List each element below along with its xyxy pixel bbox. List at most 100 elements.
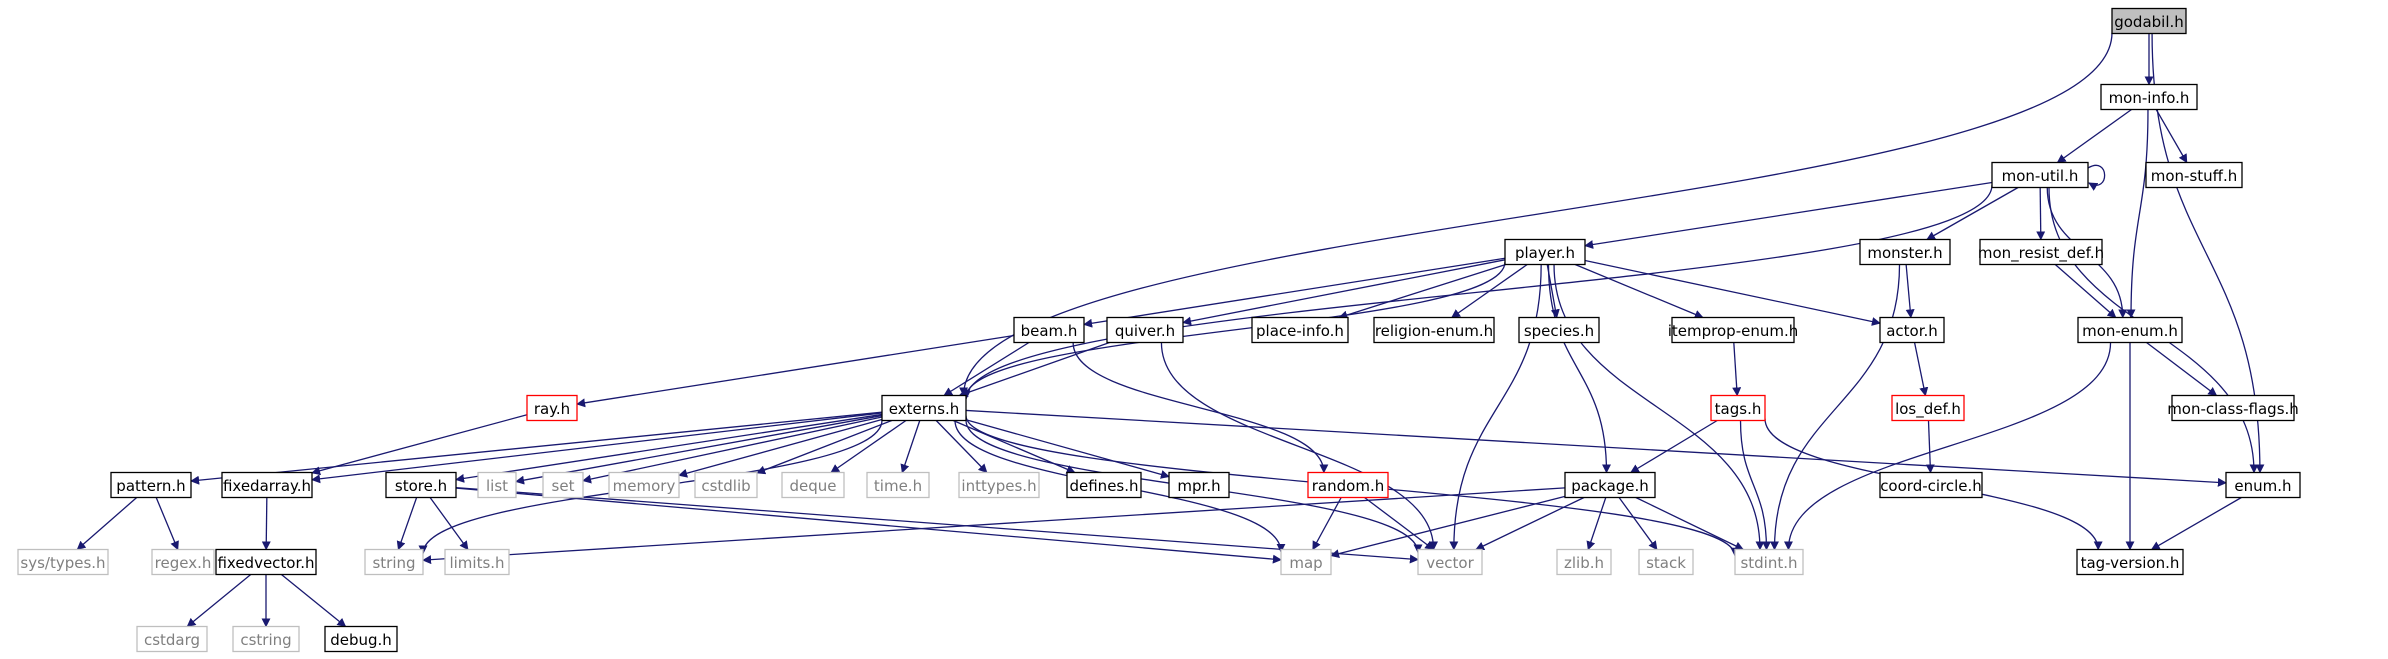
node-list[interactable]: list <box>477 471 517 499</box>
node-beam-h[interactable]: beam.h <box>1013 316 1085 344</box>
node-tag-version-h[interactable]: tag-version.h <box>2076 548 2184 576</box>
node-cstdlib[interactable]: cstdlib <box>694 471 758 499</box>
edge-package_h-to-vector <box>1475 496 1585 551</box>
node-label: vector <box>1426 554 1474 572</box>
node-player-h[interactable]: player.h <box>1504 238 1586 266</box>
node-box <box>1891 394 1965 422</box>
node-mon-util-h[interactable]: mon-util.h <box>1991 161 2089 189</box>
node-box <box>1638 548 1694 576</box>
node-random-h[interactable]: random.h <box>1307 471 1389 499</box>
node-box <box>1734 548 1804 576</box>
node-box <box>1564 471 1656 499</box>
node-ray-h[interactable]: ray.h <box>526 394 578 422</box>
node-cstring[interactable]: cstring <box>232 625 300 653</box>
edge-store_h-to-string <box>396 497 418 551</box>
node-inttypes-h[interactable]: inttypes.h <box>958 471 1040 499</box>
edge-player_h-to-actor_h <box>1584 259 1881 326</box>
edge-externs_h-to-cstdlib <box>756 419 893 475</box>
node-monster-h[interactable]: monster.h <box>1859 238 1951 266</box>
node-deque[interactable]: deque <box>781 471 845 499</box>
node-zlib-h[interactable]: zlib.h <box>1556 548 1612 576</box>
node-label: godabil.h <box>2114 13 2184 31</box>
node-mon-info-h[interactable]: mon-info.h <box>2100 83 2198 111</box>
node-store-h[interactable]: store.h <box>385 471 457 499</box>
node-box <box>1518 316 1600 344</box>
node-map[interactable]: map <box>1280 548 1332 576</box>
node-actor-h[interactable]: actor.h <box>1879 316 1945 344</box>
node-label: pattern.h <box>116 477 185 495</box>
node-quiver-h[interactable]: quiver.h <box>1106 316 1184 344</box>
edge-player_h-to-package_h <box>1547 264 1612 474</box>
edge-quiver_h-to-externs_h <box>958 341 1110 398</box>
edge-fixedarray_h-to-fixedvector_h <box>261 497 271 551</box>
node-box <box>2077 316 2183 344</box>
node-set[interactable]: set <box>542 471 584 499</box>
node-pattern-h[interactable]: pattern.h <box>110 471 192 499</box>
node-string[interactable]: string <box>364 548 424 576</box>
node-box <box>1417 548 1483 576</box>
node-godabil-h[interactable]: godabil.h <box>2111 7 2187 35</box>
node-religion-enum-h[interactable]: religion-enum.h <box>1373 316 1495 344</box>
node-stdint-h[interactable]: stdint.h <box>1734 548 1804 576</box>
node-debug-h[interactable]: debug.h <box>324 625 398 653</box>
node-coord-circle-h[interactable]: coord-circle.h <box>1879 471 1983 499</box>
node-sys-types-h[interactable]: sys/types.h <box>17 548 109 576</box>
node-label: cstring <box>240 631 291 649</box>
node-enum-h[interactable]: enum.h <box>2225 471 2301 499</box>
node-tags-h[interactable]: tags.h <box>1710 394 1766 422</box>
node-regex-h[interactable]: regex.h <box>151 548 215 576</box>
edge-package_h-to-string <box>422 487 1566 565</box>
node-mpr-h[interactable]: mpr.h <box>1168 471 1230 499</box>
node-limits-h[interactable]: limits.h <box>444 548 510 576</box>
edge-ray_h-to-fixedarray_h <box>311 414 528 476</box>
node-place-info-h[interactable]: place-info.h <box>1251 316 1349 344</box>
edge-mon_enum_h-to-stdint_h <box>1783 342 2112 551</box>
edge-actor_h-to-los_def_h <box>1913 342 1929 397</box>
node-box <box>1373 316 1495 344</box>
node-label: externs.h <box>889 400 959 418</box>
edge-externs_h-to-inttypes_h <box>935 420 988 474</box>
node-box <box>136 625 208 653</box>
node-package-h[interactable]: package.h <box>1564 471 1656 499</box>
node-box <box>1066 471 1142 499</box>
node-box <box>866 471 930 499</box>
node-species-h[interactable]: species.h <box>1518 316 1600 344</box>
edge-mon_enum_h-to-mon_class_flags_h <box>2146 341 2218 397</box>
node-label: memory <box>613 477 676 495</box>
edge-quiver_h-to-vector <box>1160 342 1439 551</box>
node-itemprop-enum-h[interactable]: itemprop-enum.h <box>1668 316 1799 344</box>
node-label: deque <box>789 477 836 495</box>
edge-store_h-to-vector <box>455 486 1419 564</box>
node-externs-h[interactable]: externs.h <box>881 394 967 422</box>
node-box <box>1879 471 1983 499</box>
node-mon-enum-h[interactable]: mon-enum.h <box>2077 316 2183 344</box>
edge-player_h-to-quiver_h <box>1182 259 1506 326</box>
node-box <box>1859 238 1951 266</box>
node-memory[interactable]: memory <box>608 471 680 499</box>
node-label: mpr.h <box>1177 477 1220 495</box>
edge-store_h-to-map <box>455 487 1282 564</box>
node-los-def-h[interactable]: los_def.h <box>1891 394 1965 422</box>
edge-mon_info_h-to-mon_stuff_h <box>2155 109 2188 164</box>
node-defines-h[interactable]: defines.h <box>1066 471 1142 499</box>
node-stack[interactable]: stack <box>1638 548 1694 576</box>
node-mon-class-flags-h[interactable]: mon-class-flags.h <box>2167 394 2299 422</box>
edge-externs_h-to-enum_h <box>965 409 2227 487</box>
edge-package_h-to-stack <box>1618 497 1658 551</box>
node-mon-stuff-h[interactable]: mon-stuff.h <box>2145 161 2243 189</box>
node-vector[interactable]: vector <box>1417 548 1483 576</box>
node-box <box>221 471 313 499</box>
node-mon-resist-def-h[interactable]: mon_resist_def.h <box>1978 238 2104 266</box>
node-label: sys/types.h <box>20 554 105 572</box>
node-time-h[interactable]: time.h <box>866 471 930 499</box>
node-box <box>151 548 215 576</box>
node-box <box>1106 316 1184 344</box>
node-cstdarg[interactable]: cstdarg <box>136 625 208 653</box>
node-label: mon_resist_def.h <box>1978 244 2104 263</box>
edge-player_h-to-stdint_h <box>1553 264 1765 551</box>
node-box <box>17 548 109 576</box>
node-box <box>881 394 967 422</box>
node-box <box>958 471 1040 499</box>
node-fixedarray-h[interactable]: fixedarray.h <box>221 471 313 499</box>
node-fixedvector-h[interactable]: fixedvector.h <box>215 548 317 576</box>
